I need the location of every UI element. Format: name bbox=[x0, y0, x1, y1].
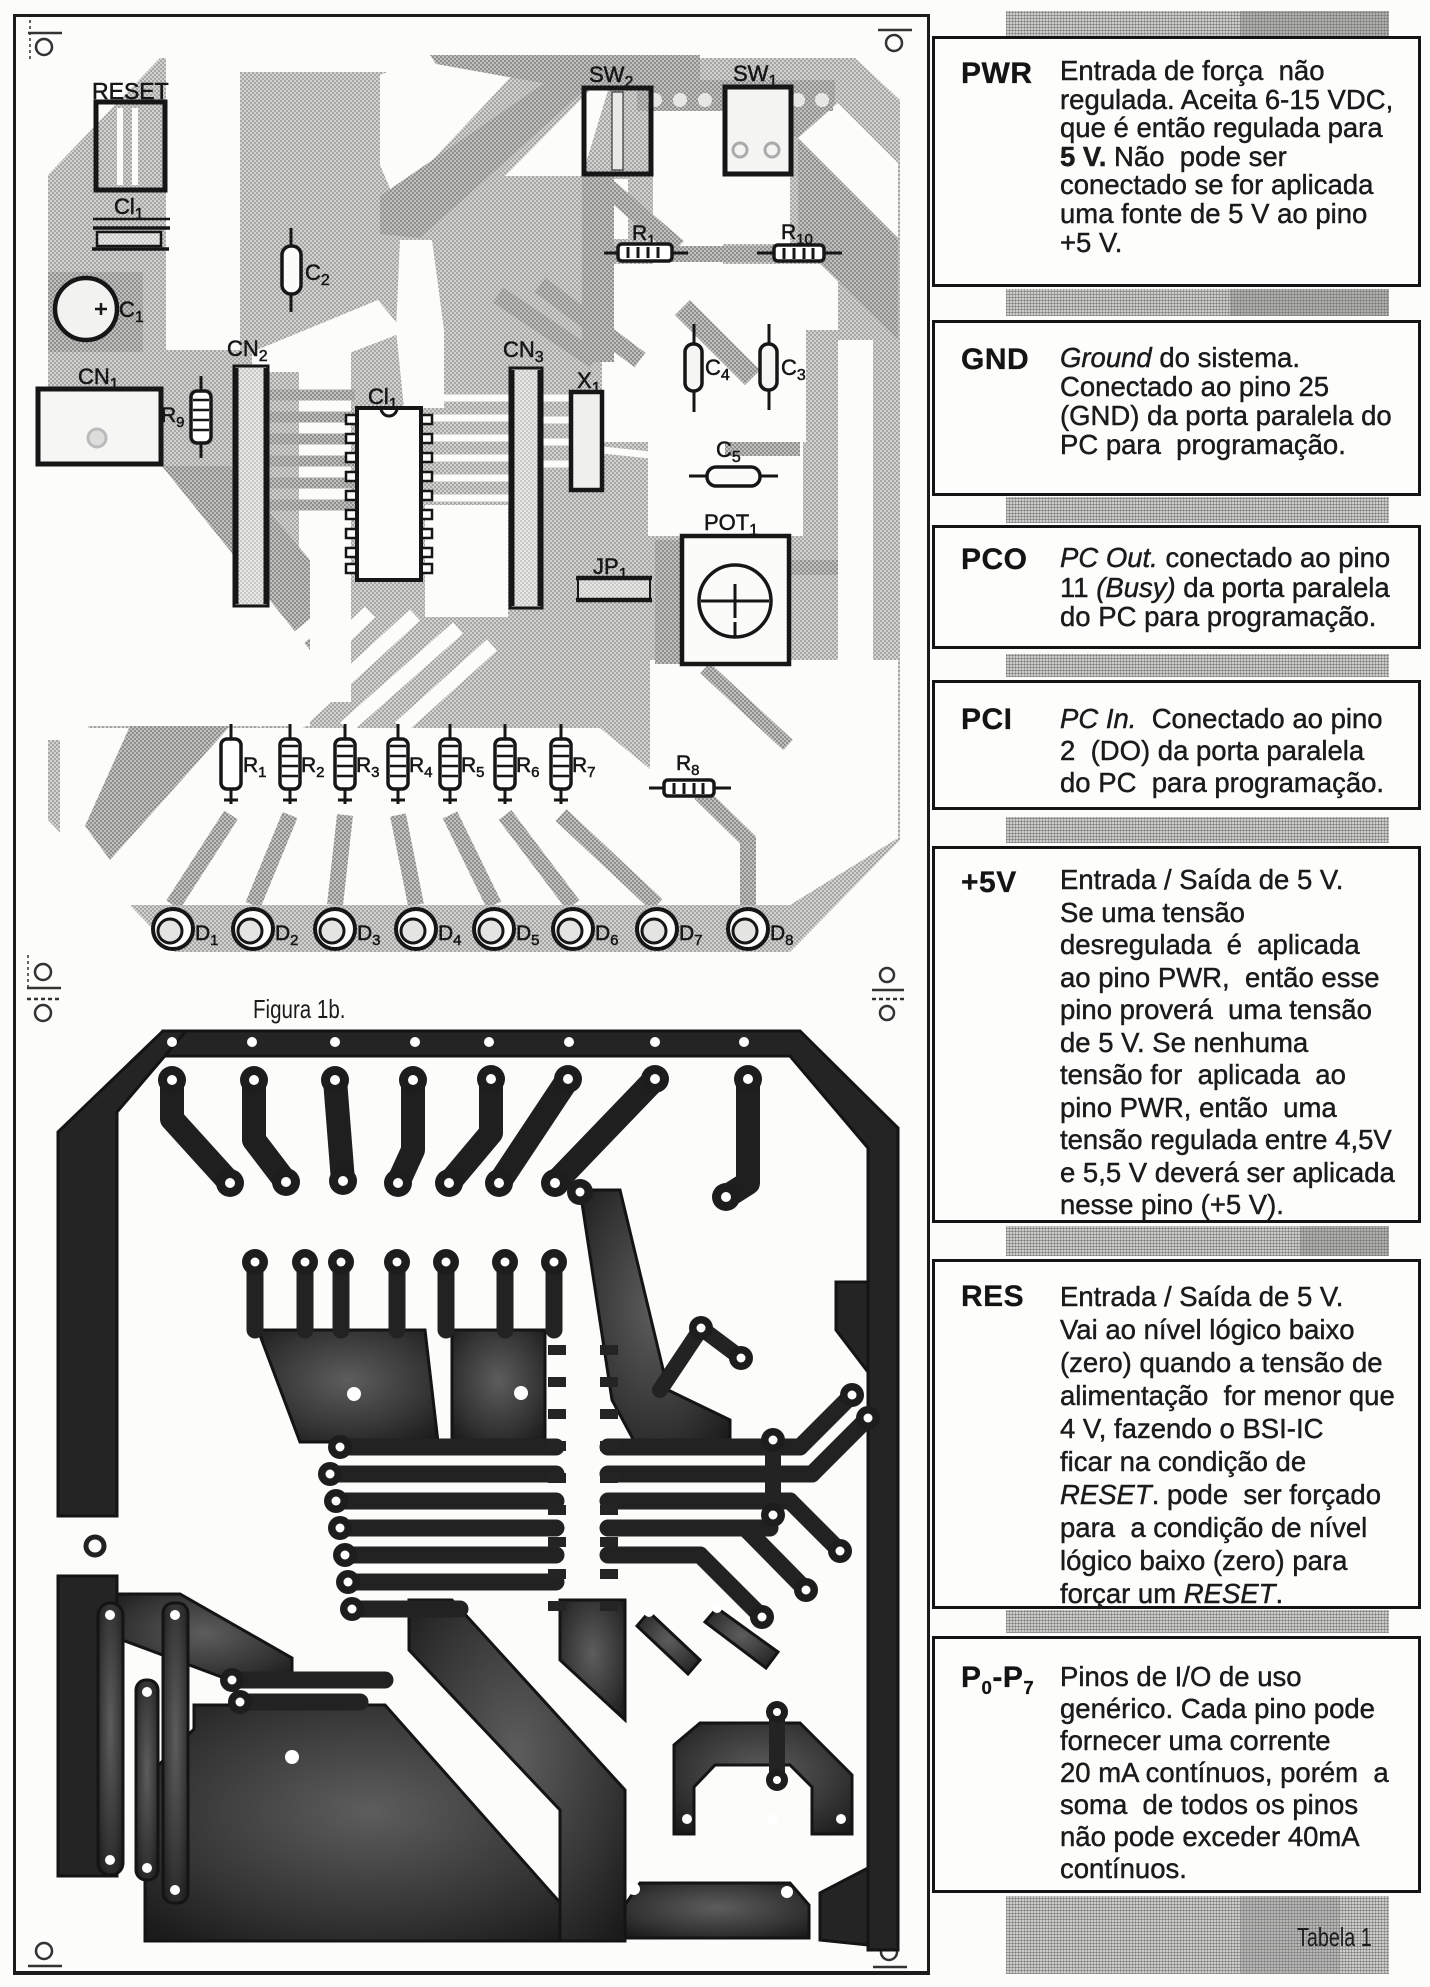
svg-text:Cl1: Cl1 bbox=[368, 384, 398, 413]
svg-text:CN3: CN3 bbox=[503, 337, 544, 366]
svg-text:JP1: JP1 bbox=[593, 554, 628, 583]
svg-text:SW2: SW2 bbox=[589, 62, 633, 91]
svg-text:RESET: RESET bbox=[92, 78, 169, 104]
svg-text:SW1: SW1 bbox=[733, 61, 777, 90]
svg-text:R10: R10 bbox=[781, 221, 813, 248]
svg-text:R8: R8 bbox=[676, 752, 700, 779]
svg-text:POT1: POT1 bbox=[704, 510, 758, 539]
svg-text:X1: X1 bbox=[577, 368, 601, 397]
